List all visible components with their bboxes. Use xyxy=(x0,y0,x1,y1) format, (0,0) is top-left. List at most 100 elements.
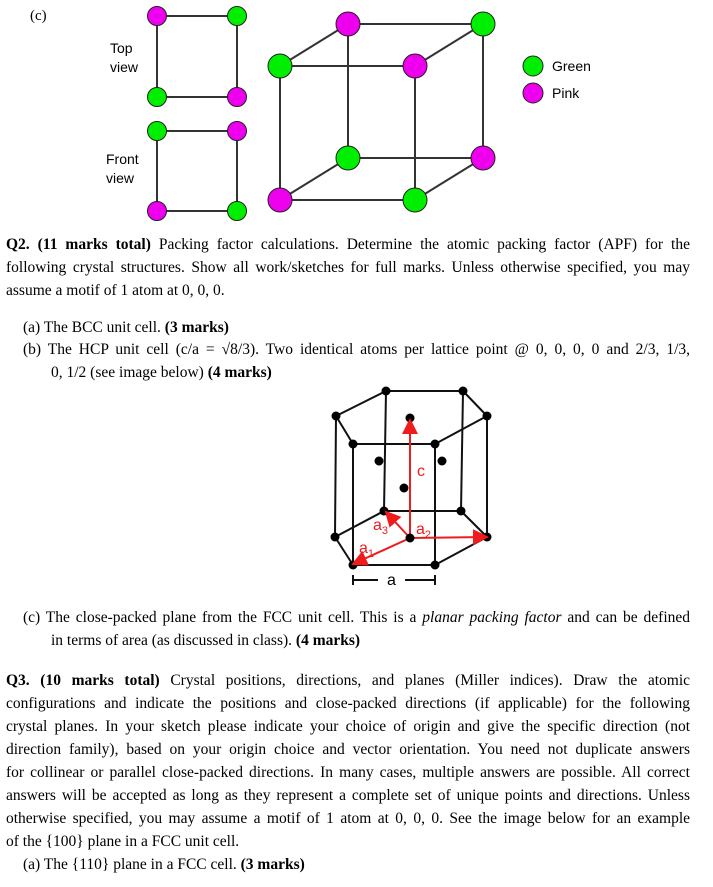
atom xyxy=(430,560,440,570)
text-segment: otherwise specified, you may assume a mo… xyxy=(6,810,690,827)
text-line: crystal planes. In your sketch please in… xyxy=(6,715,690,738)
cell-edge xyxy=(334,415,337,538)
text-segment: planar packing factor xyxy=(422,609,562,626)
a3-vector xyxy=(384,510,411,539)
text-segment: following crystal structures. Show all w… xyxy=(6,259,690,276)
atom xyxy=(227,201,247,221)
text-line: of the {100} plane in a FCC unit cell. xyxy=(6,830,239,853)
atom xyxy=(335,11,361,37)
atom xyxy=(470,145,496,171)
atom xyxy=(227,87,247,107)
atom xyxy=(227,6,247,26)
legend-green-swatch xyxy=(522,55,544,77)
origin-atom xyxy=(405,533,415,543)
text-line: answers will be accepted as long as they… xyxy=(6,784,690,807)
atom xyxy=(374,456,384,466)
text-segment: in terms of area (as discussed in class)… xyxy=(51,632,296,649)
text-segment: for collinear or parallel close-packed d… xyxy=(6,764,690,781)
text-segment: crystal planes. In your sketch please in… xyxy=(6,718,690,735)
atom xyxy=(335,145,361,171)
atom xyxy=(458,386,468,396)
cell-edge xyxy=(335,415,354,445)
text-line: for collinear or parallel close-packed d… xyxy=(6,761,690,784)
atom xyxy=(147,6,167,26)
legend-pink-swatch xyxy=(522,82,544,104)
atom xyxy=(402,53,428,79)
text-line: (a) The BCC unit cell. (3 marks) xyxy=(23,316,229,339)
front-view-label-2: view xyxy=(106,170,135,186)
c-label: c xyxy=(417,463,425,480)
cell-edge xyxy=(434,415,488,445)
text-segment: (3 marks) xyxy=(164,319,229,336)
text-line: following crystal structures. Show all w… xyxy=(6,256,690,279)
bond-line xyxy=(279,23,349,67)
atom xyxy=(147,87,167,107)
atom xyxy=(267,53,293,79)
atom xyxy=(381,386,391,396)
atom xyxy=(147,121,167,141)
cell-edge xyxy=(334,536,354,566)
bond-line xyxy=(279,157,349,201)
legend-green-label: Green xyxy=(552,58,591,74)
text-segment: (3 marks) xyxy=(240,856,305,873)
text-segment: Packing factor calculations. Determine t… xyxy=(150,236,690,253)
cell-edge xyxy=(334,510,385,538)
text-line: 0, 1/2 (see image below) (4 marks) xyxy=(51,361,272,384)
atom xyxy=(331,411,341,421)
text-segment: answers will be accepted as long as they… xyxy=(6,787,690,804)
text-line: (c) The close-packed plane from the FCC … xyxy=(23,606,690,629)
cell-edge xyxy=(462,390,488,417)
atom xyxy=(147,201,167,221)
atom xyxy=(430,439,440,449)
atom xyxy=(456,506,466,516)
text-segment: (c) The close-packed plane from the FCC … xyxy=(23,609,423,626)
text-segment: 0, 1/2 (see image below) xyxy=(51,364,208,381)
text-line: (b) The HCP unit cell (c/a = √8/3). Two … xyxy=(23,338,690,361)
atom xyxy=(348,439,358,449)
text-segment: direction family), based on your origin … xyxy=(6,741,690,758)
text-line: Q2. (11 marks total) Packing factor calc… xyxy=(6,233,690,256)
atom xyxy=(482,411,492,421)
text-line: assume a motif of 1 atom at 0, 0, 0. xyxy=(6,279,225,302)
text-segment: configurations and indicate the position… xyxy=(6,695,690,712)
text-line: configurations and indicate the position… xyxy=(6,692,690,715)
atom xyxy=(470,11,496,37)
a3-label: a3 xyxy=(373,517,388,537)
text-line: Q3. (10 marks total) Crystal positions, … xyxy=(6,669,690,692)
text-segment: (4 marks) xyxy=(295,632,361,649)
text-segment: (a) The BCC unit cell. xyxy=(23,319,165,336)
cell-edge xyxy=(335,390,387,417)
text-line: otherwise specified, you may assume a mo… xyxy=(6,807,690,830)
cell-edge xyxy=(434,536,488,566)
atom xyxy=(402,187,428,213)
cell-edge xyxy=(460,510,488,538)
text-segment: of the {100} plane in a FCC unit cell. xyxy=(6,833,240,850)
text-segment: Q3. (10 marks total) xyxy=(6,672,160,689)
bond-line xyxy=(414,23,484,67)
text-segment: (4 marks) xyxy=(207,364,272,381)
crystal-diagram xyxy=(147,6,544,221)
a1-vector xyxy=(351,537,411,566)
text-line: (a) The {110} plane in a FCC cell. (3 ma… xyxy=(23,853,305,876)
text-segment: assume a motif of 1 atom at 0, 0, 0. xyxy=(6,282,225,299)
part-label: (c) xyxy=(30,8,47,24)
top-view-label-2: view xyxy=(110,59,139,75)
a2-vector xyxy=(409,529,489,546)
atom xyxy=(227,121,247,141)
text-line: direction family), based on your origin … xyxy=(6,738,690,761)
bond-line xyxy=(414,157,484,201)
atom xyxy=(330,532,340,542)
a-label: a xyxy=(387,572,396,589)
text-segment: (b) The HCP unit cell (c/a = √8/3). Two … xyxy=(23,341,690,358)
front-view-label-1: Front xyxy=(106,151,139,167)
text-segment: Crystal positions, directions, and plane… xyxy=(159,672,690,689)
atom xyxy=(437,456,447,466)
text-segment: and can be defined xyxy=(561,609,691,626)
atom xyxy=(399,483,409,493)
atom xyxy=(267,187,293,213)
cell-edge xyxy=(460,390,464,512)
cell-edge xyxy=(383,390,387,512)
